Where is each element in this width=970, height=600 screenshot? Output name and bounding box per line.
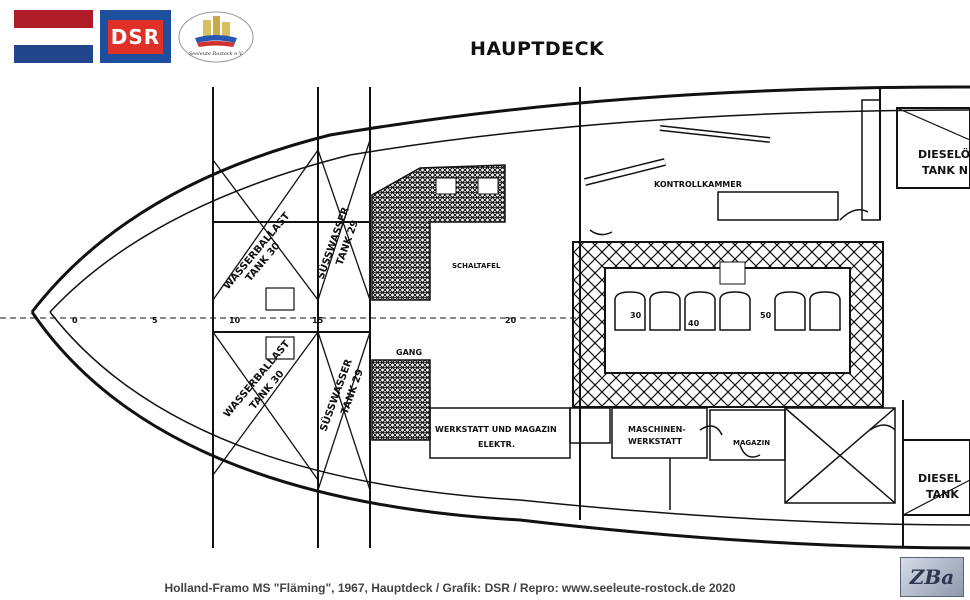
engine-turbo — [719, 261, 746, 285]
tank-diagonals — [212, 139, 371, 491]
opening-2 — [477, 177, 499, 195]
netherlands-flag — [14, 10, 93, 63]
dsr-logo-text: DSR — [108, 19, 163, 54]
label-maschinen-2: WERKSTATT — [628, 437, 682, 446]
label-dieseloel-bottom-1: DIESEL — [918, 472, 961, 485]
frame-mark-0: 0 — [72, 316, 78, 325]
control-panel-inner — [659, 126, 771, 142]
hatch-square-bottom — [265, 336, 295, 360]
frame-mark-10: 10 — [229, 316, 241, 325]
label-dieseloel-bottom-2: TANK — [926, 488, 959, 501]
hull-outline-upper — [30, 85, 970, 313]
engine-cylinders — [614, 291, 841, 331]
flag-stripe-blue — [14, 45, 93, 63]
page-title: HAUPTDECK — [470, 38, 605, 60]
door-arcs — [589, 209, 896, 458]
stair-block-bottom — [371, 359, 431, 441]
label-kontrollkammer: KONTROLLKAMMER — [654, 180, 742, 189]
frame-mark-30: 30 — [630, 311, 642, 320]
label-dieseloel-top-2: TANK N — [922, 164, 968, 177]
label-maschinen-1: MASCHINEN- — [628, 425, 686, 434]
main-engine — [604, 267, 851, 374]
dsr-logo: DSR — [100, 10, 171, 63]
label-dieseloel-top-1: DIESELÖ — [918, 147, 970, 161]
frame-mark-15: 15 — [312, 316, 324, 325]
frame-mark-20: 20 — [505, 316, 517, 325]
workshop-walls — [429, 407, 896, 510]
deck-line-upper — [49, 109, 970, 313]
label-werkstatt-2: ELEKTR. — [478, 440, 515, 449]
label-werkstatt-1: WERKSTATT UND MAGAZIN — [435, 425, 557, 434]
diesel-tank-top — [896, 107, 970, 189]
control-console — [717, 191, 839, 221]
flag-stripe-red — [14, 10, 93, 28]
seeleute-rostock-seal: Seeleute Rostock e.V. — [178, 11, 254, 63]
opening-1 — [435, 177, 457, 195]
label-schaltafel: SCHALTAFEL — [452, 262, 501, 270]
zba-watermark: ZBa — [900, 557, 964, 597]
hull-outline-lower — [30, 311, 970, 550]
stair-block-top — [371, 164, 506, 301]
frame-mark-50: 50 — [760, 311, 772, 320]
label-gang: GANG — [396, 348, 422, 357]
flag-stripe-white — [14, 27, 93, 46]
frame-mark-5: 5 — [152, 316, 158, 325]
control-cabinet — [861, 99, 881, 221]
diesel-tank-bottom — [902, 439, 970, 516]
hatch-square-top — [265, 287, 295, 311]
seal-text: Seeleute Rostock e.V. — [189, 51, 244, 57]
control-desk-inner — [584, 159, 666, 185]
footer-caption: Holland-Framo MS "Fläming", 1967, Hauptd… — [164, 581, 736, 595]
frame-mark-40: 40 — [688, 319, 700, 328]
label-magazin: MAGAZIN — [733, 439, 770, 447]
deck-line-lower — [49, 311, 970, 526]
